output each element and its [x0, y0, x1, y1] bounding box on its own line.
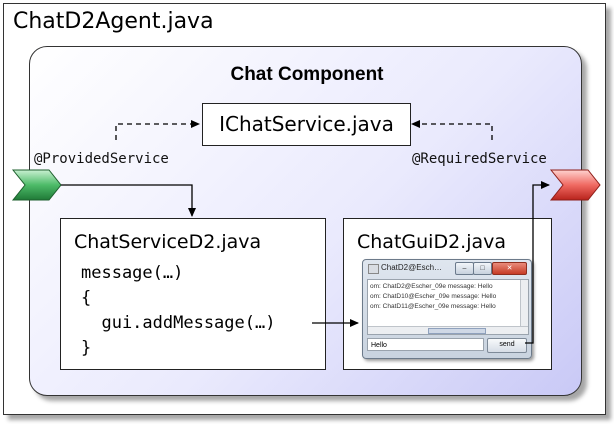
message-input[interactable]: Hello [367, 338, 484, 351]
required-service-label: @RequiredService [412, 151, 547, 167]
send-button[interactable]: send [487, 338, 527, 353]
code-line: { [81, 288, 92, 308]
message-line: om: ChatD10@Escher_09e message: Hello [370, 293, 497, 300]
interface-box: IChatService.java [202, 103, 411, 146]
service-title: ChatServiceD2.java [74, 231, 262, 253]
close-icon[interactable]: ✕ [492, 262, 527, 275]
gui-title: ChatGuiD2.java [357, 231, 507, 253]
message-line: om: ChatD11@Escher_09e message: Hello [370, 303, 496, 310]
window-titlebar: ChatD2@Esch… – □ ✕ [363, 260, 531, 276]
code-line: gui.addMessage(…) [81, 313, 276, 333]
message-area[interactable]: om: ChatD2@Escher_09e message: Hello om:… [367, 279, 529, 335]
horizontal-scrollbar[interactable] [368, 326, 528, 334]
message-line: om: ChatD2@Escher_09e message: Hello [370, 283, 493, 290]
agent-title: ChatD2Agent.java [13, 9, 214, 34]
service-box: ChatServiceD2.java message(…) { gui.addM… [60, 218, 326, 370]
component-title: Chat Component [230, 64, 384, 85]
maximize-icon[interactable]: □ [473, 262, 492, 275]
vertical-scrollbar[interactable] [520, 280, 528, 334]
interface-label: IChatService.java [219, 112, 394, 136]
java-app-icon [368, 264, 379, 274]
code-line: message(…) [81, 263, 184, 283]
scrollbar-thumb[interactable] [428, 328, 486, 334]
minimize-icon[interactable]: – [455, 262, 474, 275]
provided-service-label: @ProvidedService [34, 151, 169, 167]
code-line: } [81, 338, 92, 358]
window-title: ChatD2@Esch… [381, 263, 443, 272]
chat-window-screenshot: ChatD2@Esch… – □ ✕ om: ChatD2@Escher_09e… [362, 259, 532, 359]
